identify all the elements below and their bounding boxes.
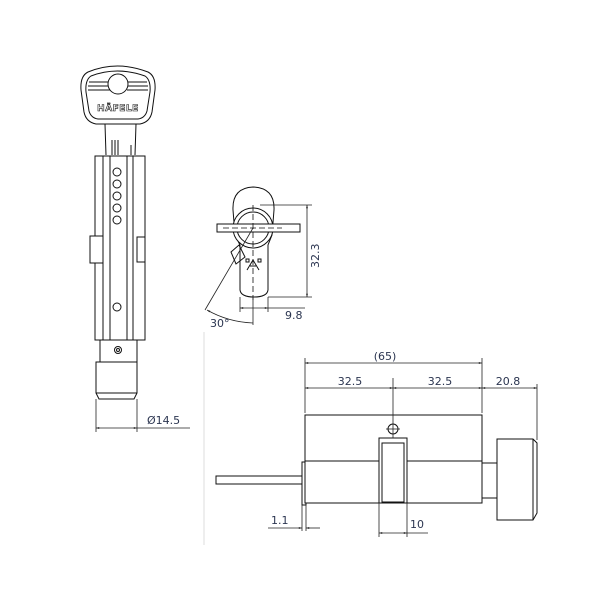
left-half-label: 32.5 bbox=[338, 375, 363, 388]
cam-width-label: 10 bbox=[410, 518, 424, 531]
knob-length-label: 20.8 bbox=[496, 375, 521, 388]
side-view bbox=[215, 378, 538, 521]
height-label: 32.3 bbox=[309, 244, 322, 269]
angle-label: 30° bbox=[210, 317, 230, 330]
right-half-label: 32.5 bbox=[428, 375, 453, 388]
width-label: 9.8 bbox=[285, 309, 303, 322]
end-view: 30° 32.3 9.8 bbox=[204, 186, 322, 330]
key-head: HÄFELE bbox=[80, 65, 156, 156]
cylinder-body bbox=[89, 155, 146, 400]
diameter-label: Ø14.5 bbox=[147, 414, 180, 427]
diameter-dimension: Ø14.5 bbox=[95, 399, 190, 432]
overall-length-label: (65) bbox=[374, 350, 397, 363]
side-view-dimensions: (65) 32.5 32.5 20.8 1.1 10 bbox=[268, 350, 538, 537]
brand-logo: HÄFELE bbox=[97, 103, 139, 114]
front-view: HÄFELE Ø14.5 bbox=[80, 65, 190, 432]
flange-label: 1.1 bbox=[271, 514, 289, 527]
